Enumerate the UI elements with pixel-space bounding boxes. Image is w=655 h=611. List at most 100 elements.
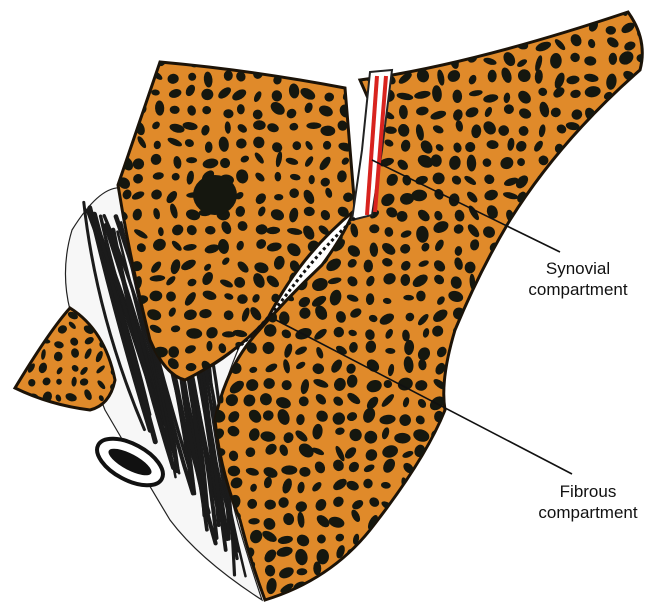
trabecular-cell bbox=[259, 54, 275, 70]
trabecular-cell bbox=[571, 4, 580, 13]
trabecular-cell bbox=[467, 583, 479, 596]
trabecular-cell bbox=[636, 410, 649, 426]
trabecular-cell bbox=[333, 583, 349, 596]
trabecular-cell bbox=[568, 390, 587, 410]
trabecular-cell bbox=[532, 410, 546, 426]
trabecular-cell bbox=[253, 120, 266, 130]
trabecular-cell bbox=[369, 20, 382, 30]
trabecular-cell bbox=[531, 221, 550, 237]
trabecular-cell bbox=[571, 345, 584, 359]
trabecular-cell bbox=[497, 240, 515, 256]
trabecular-cell bbox=[169, 53, 179, 63]
trabecular-cell bbox=[453, 376, 468, 392]
trabecular-cell bbox=[601, 443, 616, 456]
trabecular-cell bbox=[118, 120, 133, 134]
trabecular-cell bbox=[635, 274, 651, 290]
trabecular-cell bbox=[503, 19, 517, 37]
trabecular-cell bbox=[602, 582, 615, 600]
trabecular-cell bbox=[520, 239, 532, 253]
trabecular-cell bbox=[622, 427, 632, 436]
trabecular-cell bbox=[433, 551, 446, 563]
trabecular-cell bbox=[227, 584, 242, 598]
trabecular-cell bbox=[114, 84, 129, 100]
trabecular-cell bbox=[570, 192, 585, 207]
trabecular-cell bbox=[322, 51, 333, 68]
trabecular-cell bbox=[469, 36, 482, 48]
trabecular-cell bbox=[604, 564, 618, 579]
trabecular-cell bbox=[618, 578, 634, 596]
trabecular-cell bbox=[522, 324, 535, 337]
trabecular-cell bbox=[520, 565, 530, 580]
trabecular-cell bbox=[337, 50, 354, 66]
trabecular-cell bbox=[553, 206, 569, 222]
trabecular-cell bbox=[640, 359, 649, 372]
trabecular-cell bbox=[582, 188, 597, 199]
trabecular-cell bbox=[512, 358, 529, 375]
trabecular-cell bbox=[278, 33, 295, 50]
trabecular-cell bbox=[119, 50, 130, 64]
trabecular-cell bbox=[638, 526, 649, 543]
trabecular-cell bbox=[450, 545, 461, 556]
trabecular-cell bbox=[465, 446, 476, 458]
trabecular-cell bbox=[586, 552, 596, 564]
trabecular-cell bbox=[445, 513, 463, 532]
trabecular-cell bbox=[14, 396, 23, 404]
trabecular-cell bbox=[470, 479, 482, 492]
trabecular-cell bbox=[348, 105, 357, 115]
trabecular-cell bbox=[168, 346, 179, 358]
trabecular-cell bbox=[519, 581, 527, 598]
trabecular-cell bbox=[532, 326, 552, 344]
trabecular-cell bbox=[632, 328, 649, 342]
trabecular-cell bbox=[519, 462, 532, 474]
trabecular-cell bbox=[602, 228, 617, 243]
trabecular-cell bbox=[14, 322, 23, 333]
trabecular-cell bbox=[215, 4, 227, 18]
trabecular-cell bbox=[554, 188, 565, 203]
trabecular-cell bbox=[419, 515, 428, 525]
trabecular-cell bbox=[333, 1, 350, 18]
trabecular-cell bbox=[502, 481, 511, 492]
trabecular-cell bbox=[115, 103, 128, 115]
trabecular-cell bbox=[418, 39, 431, 53]
trabecular-cell bbox=[566, 460, 581, 477]
trabecular-cell bbox=[549, 377, 564, 391]
trabecular-cell bbox=[429, 514, 447, 528]
trabecular-cell bbox=[305, 54, 314, 65]
trabecular-cell bbox=[620, 157, 632, 168]
trabecular-cell bbox=[380, 17, 394, 31]
trabecular-cell bbox=[601, 391, 619, 409]
trabecular-cell bbox=[350, 17, 364, 33]
trabecular-cell bbox=[397, 581, 412, 593]
trabecular-cell bbox=[367, 585, 381, 595]
trabecular-cell bbox=[624, 311, 635, 326]
trabecular-cell bbox=[277, 20, 295, 37]
trabecular-cell bbox=[438, 36, 444, 48]
trabecular-cell bbox=[367, 41, 377, 51]
trabecular-cell bbox=[501, 561, 511, 574]
trabecular-cell bbox=[518, 413, 535, 427]
trabecular-cell bbox=[635, 376, 651, 392]
trabecular-cell bbox=[533, 581, 543, 591]
trabecular-cell bbox=[623, 461, 634, 474]
trabecular-cell bbox=[537, 189, 549, 205]
trabecular-cell bbox=[364, 260, 373, 273]
trabecular-cell bbox=[230, 51, 244, 64]
trabecular-cell bbox=[638, 582, 646, 597]
trabecular-cell bbox=[636, 204, 648, 218]
trabecular-cell bbox=[587, 205, 599, 217]
trabecular-cell bbox=[639, 124, 651, 136]
trabecular-cell bbox=[470, 377, 484, 390]
trabecular-cell bbox=[556, 428, 568, 441]
trabecular-cell bbox=[581, 153, 597, 171]
trabecular-cell bbox=[415, 55, 431, 67]
trabecular-cell bbox=[536, 16, 549, 30]
trabecular-cell bbox=[400, 37, 412, 50]
trabecular-cell bbox=[537, 206, 551, 219]
trabecular-cell bbox=[435, 480, 447, 492]
trabecular-cell bbox=[498, 0, 512, 12]
trabecular-cell bbox=[536, 443, 552, 455]
trabecular-cell bbox=[416, 291, 425, 302]
trabecular-cell bbox=[486, 427, 500, 441]
trabecular-cell bbox=[552, 412, 566, 426]
trabecular-cell bbox=[244, 7, 256, 17]
